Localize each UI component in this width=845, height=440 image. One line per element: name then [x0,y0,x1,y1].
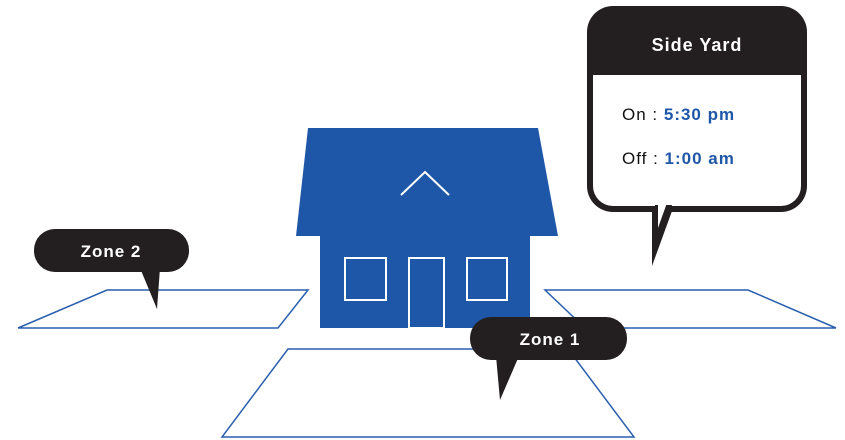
on-time-value: 5:30 pm [664,105,735,124]
house-icon [296,128,558,328]
zone-2-callout: Zone 2 [34,229,189,309]
on-label: On : [622,105,658,124]
zone-1-area [222,349,634,437]
house-body [320,236,530,328]
zone-1-callout: Zone 1 [470,317,627,400]
house-roof [296,128,558,236]
off-time-value: 1:00 am [665,149,735,168]
off-time-row: Off : 1:00 am [622,149,735,169]
on-time-row: On : 5:30 pm [622,105,735,125]
off-label: Off : [622,149,659,168]
side-yard-title: Side Yard [593,35,801,56]
zone-2-area [18,290,308,328]
zone-2-label: Zone 2 [81,242,142,261]
zone-1-label: Zone 1 [520,330,581,349]
